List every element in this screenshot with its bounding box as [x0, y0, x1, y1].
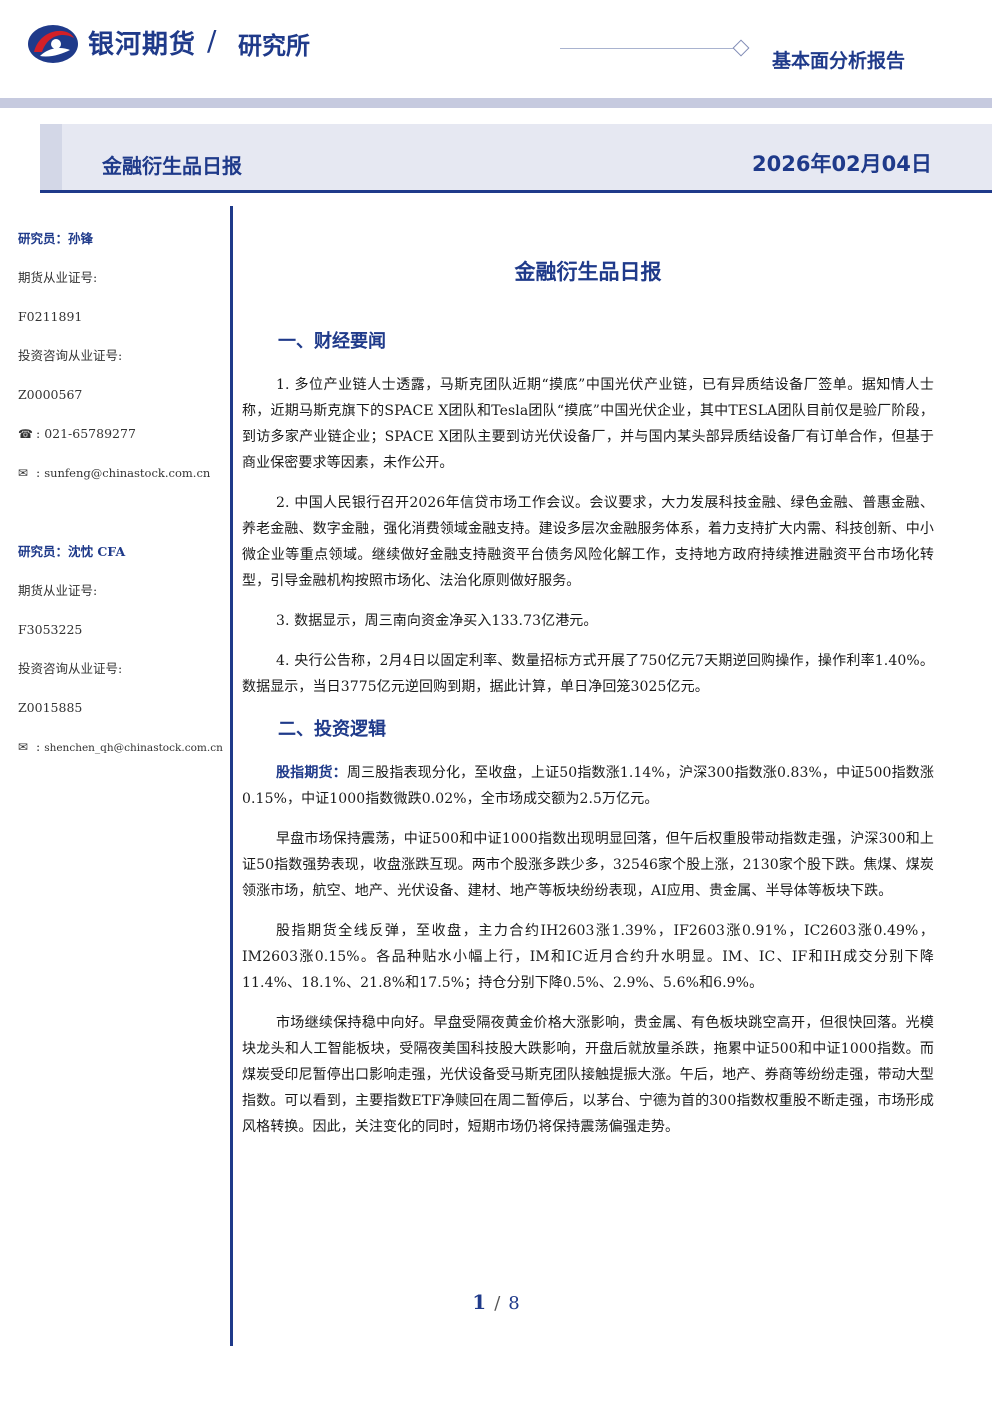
brand-name: 银河期货: [88, 30, 197, 60]
sidebar-divider: [230, 206, 233, 1346]
phone-number: 021-65789277: [44, 426, 136, 441]
section-heading: 二、投资逻辑: [278, 719, 386, 740]
email-icon: ✉: [18, 466, 29, 480]
futures-license-label: 期货从业证号:: [18, 583, 98, 598]
galaxy-futures-logo-icon: [28, 25, 78, 63]
email-link[interactable]: shenchen_qh@chinastock.com.cn: [44, 742, 223, 754]
consult-license-number: Z0015885: [18, 700, 83, 715]
diamond-icon: [732, 39, 750, 57]
report-date: 2026年02月04日: [752, 152, 932, 176]
page-total: 8: [508, 1293, 520, 1314]
news-paragraph: 1. 多位产业链人士透露，马斯克团队近期“摸底”中国光伏产业链，已有异质结设备厂…: [242, 377, 934, 471]
futures-license-number: F3053225: [18, 622, 83, 637]
header-rule: [560, 48, 736, 49]
phone-icon: ☎: [18, 427, 33, 441]
page-header: 银河期货 / 研究所 基本面分析报告: [0, 0, 992, 110]
email-link[interactable]: sunfeng@chinastock.com.cn: [44, 466, 211, 480]
consult-license-number: Z0000567: [18, 387, 83, 402]
lead-paragraph: 股指期货：周三股指表现分化，至收盘，上证50指数涨1.14%，沪深300指数涨0…: [242, 760, 934, 812]
futures-license-label: 期货从业证号:: [18, 270, 98, 285]
lead-label: 股指期货：: [276, 765, 347, 781]
news-paragraph: 2. 中国人民银行召开2026年信贷市场工作会议。会议要求，大力发展科技金融、绿…: [242, 495, 934, 589]
researcher-name: 研究员：孙锋: [18, 231, 94, 246]
brand-separator: /: [207, 24, 217, 57]
futures-license-number: F0211891: [18, 309, 83, 324]
analysis-paragraph: 早盘市场保持震荡，中证500和中证1000指数出现明显回落，但午后权重股带动指数…: [242, 831, 934, 899]
report-type-label: 基本面分析报告: [772, 50, 906, 72]
consult-license-label: 投资咨询从业证号:: [18, 348, 123, 363]
analyst-card: 研究员：孙锋 期货从业证号: F0211891 投资咨询从业证号: Z00005…: [18, 228, 228, 501]
consult-license-label: 投资咨询从业证号:: [18, 661, 123, 676]
analyst-card: 研究员：沈忱 CFA 期货从业证号: F3053225 投资咨询从业证号: Z0…: [18, 541, 228, 775]
news-paragraph: 4. 央行公告称，2月4日以固定利率、数量招标方式开展了750亿元7天期逆回购操…: [242, 653, 934, 695]
analyst-sidebar: 研究员：孙锋 期货从业证号: F0211891 投资咨询从业证号: Z00005…: [18, 228, 228, 775]
email-icon: ✉: [18, 740, 29, 754]
title-banner: 金融衍生品日报 2026年02月04日: [40, 124, 992, 193]
email-row: ✉: sunfeng@chinastock.com.cn: [18, 462, 228, 501]
page-footer: 1 / 8: [0, 1290, 992, 1314]
page-separator: /: [494, 1293, 501, 1314]
section-heading: 一、财经要闻: [278, 331, 386, 352]
phone-row: ☎: 021-65789277: [18, 423, 228, 462]
main-content: 金融衍生品日报 一、财经要闻 1. 多位产业链人士透露，马斯克团队近期“摸底”中…: [242, 258, 934, 1154]
researcher-name: 研究员：沈忱 CFA: [18, 544, 126, 559]
analysis-paragraph: 股指期货全线反弹，至收盘，主力合约IH2603涨1.39%，IF2603涨0.9…: [242, 923, 934, 991]
banner-title: 金融衍生品日报: [102, 154, 242, 178]
email-row: ✉: shenchen_qh@chinastock.com.cn: [18, 736, 228, 775]
banner-accent: [40, 124, 62, 190]
analysis-paragraph: 市场继续保持稳中向好。早盘受隔夜黄金价格大涨影响，贵金属、有色板块跳空高开，但很…: [242, 1015, 934, 1135]
header-band: [0, 98, 992, 108]
page-number: 1: [472, 1290, 487, 1314]
news-paragraph: 3. 数据显示，周三南向资金净买入133.73亿港元。: [276, 613, 598, 629]
document-title: 金融衍生品日报: [514, 260, 662, 284]
department-name: 研究所: [238, 32, 310, 60]
lead-text: 周三股指表现分化，至收盘，上证50指数涨1.14%，沪深300指数涨0.83%，…: [242, 765, 934, 807]
